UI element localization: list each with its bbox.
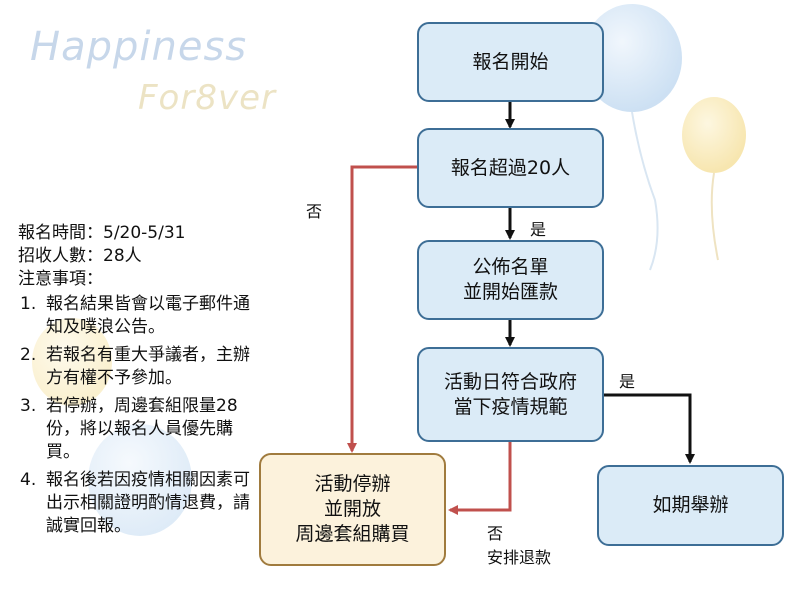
note-text: 若報名有重大爭議者，主辦方有權不予參加。 (46, 345, 250, 388)
node-publish-line1: 公佈名單 (472, 256, 549, 278)
node-cancel-line3: 周邊套組購買 (295, 523, 410, 545)
balloon-blue-top (582, 4, 682, 112)
note-item: 2. 若報名有重大爭議者，主辦方有權不予參加。 (18, 344, 258, 390)
balloon-string (710, 172, 719, 261)
balloon-blue-left (88, 424, 192, 536)
note-text: 若停辦，周邊套組限量28份，將以報名人員優先購買。 (46, 396, 238, 462)
label-no-rules: 否 (487, 524, 504, 543)
note-number: 3. (20, 396, 37, 416)
node-hold: 如期舉辦 (597, 465, 784, 546)
logo-happiness: Happiness (30, 24, 248, 70)
node-check-count-label: 報名超過20人 (450, 156, 571, 179)
notes-list: 1. 報名結果皆會以電子郵件通知及噗浪公告。 2. 若報名有重大爭議者，主辦方有… (18, 293, 258, 538)
note-text: 報名後若因疫情相關因素可出示相關證明酌情退費，請誠實回報。 (46, 470, 250, 536)
node-start: 報名開始 (417, 22, 604, 102)
note-text: 報名結果皆會以電子郵件通知及噗浪公告。 (46, 294, 250, 337)
node-check-rules-line1: 活動日符合政府 (443, 370, 577, 393)
label-refund: 安排退款 (487, 548, 552, 567)
node-hold-label: 如期舉辦 (652, 494, 729, 516)
node-check-count: 報名超過20人 (417, 128, 604, 208)
capacity: 招收人數：28人 (18, 246, 142, 266)
balloon-yellow-left (32, 318, 112, 406)
note-item: 3. 若停辦，周邊套組限量28份，將以報名人員優先購買。 (18, 395, 258, 464)
balloon-string (631, 111, 659, 271)
logo-forever: For8ver (138, 78, 276, 118)
info-panel: 報名時間：5/20-5/31 招收人數：28人 注意事項： 1. 報名結果皆會以… (18, 222, 258, 543)
note-item: 1. 報名結果皆會以電子郵件通知及噗浪公告。 (18, 293, 258, 339)
node-cancel: 活動停辦 並開放 周邊套組購買 (259, 453, 446, 566)
notes-title: 注意事項： (18, 269, 103, 289)
note-number: 1. (20, 294, 37, 314)
node-start-label: 報名開始 (472, 50, 549, 73)
note-number: 4. (20, 470, 37, 490)
node-cancel-line1: 活動停辦 (314, 473, 391, 495)
node-publish: 公佈名單 並開始匯款 (417, 240, 604, 320)
arrow-count-no-to-cancel (347, 165, 417, 453)
registration-period: 報名時間：5/20-5/31 (18, 223, 186, 243)
node-cancel-line2: 並開放 (323, 498, 381, 520)
node-publish-line2: 並開始匯款 (462, 281, 558, 303)
node-check-rules-line2: 當下疫情規範 (453, 395, 568, 418)
arrow-rules-no-to-cancel (448, 442, 512, 515)
note-item: 4. 報名後若因疫情相關因素可出示相關證明酌情退費，請誠實回報。 (18, 469, 258, 538)
node-check-rules: 活動日符合政府 當下疫情規範 (417, 347, 604, 442)
balloon-yellow-right (682, 97, 746, 173)
label-yes-count: 是 (530, 220, 547, 239)
label-yes-rules: 是 (619, 372, 636, 391)
note-number: 2. (20, 345, 37, 365)
arrow-rules-to-hold (604, 393, 695, 464)
label-no-count: 否 (306, 202, 323, 221)
